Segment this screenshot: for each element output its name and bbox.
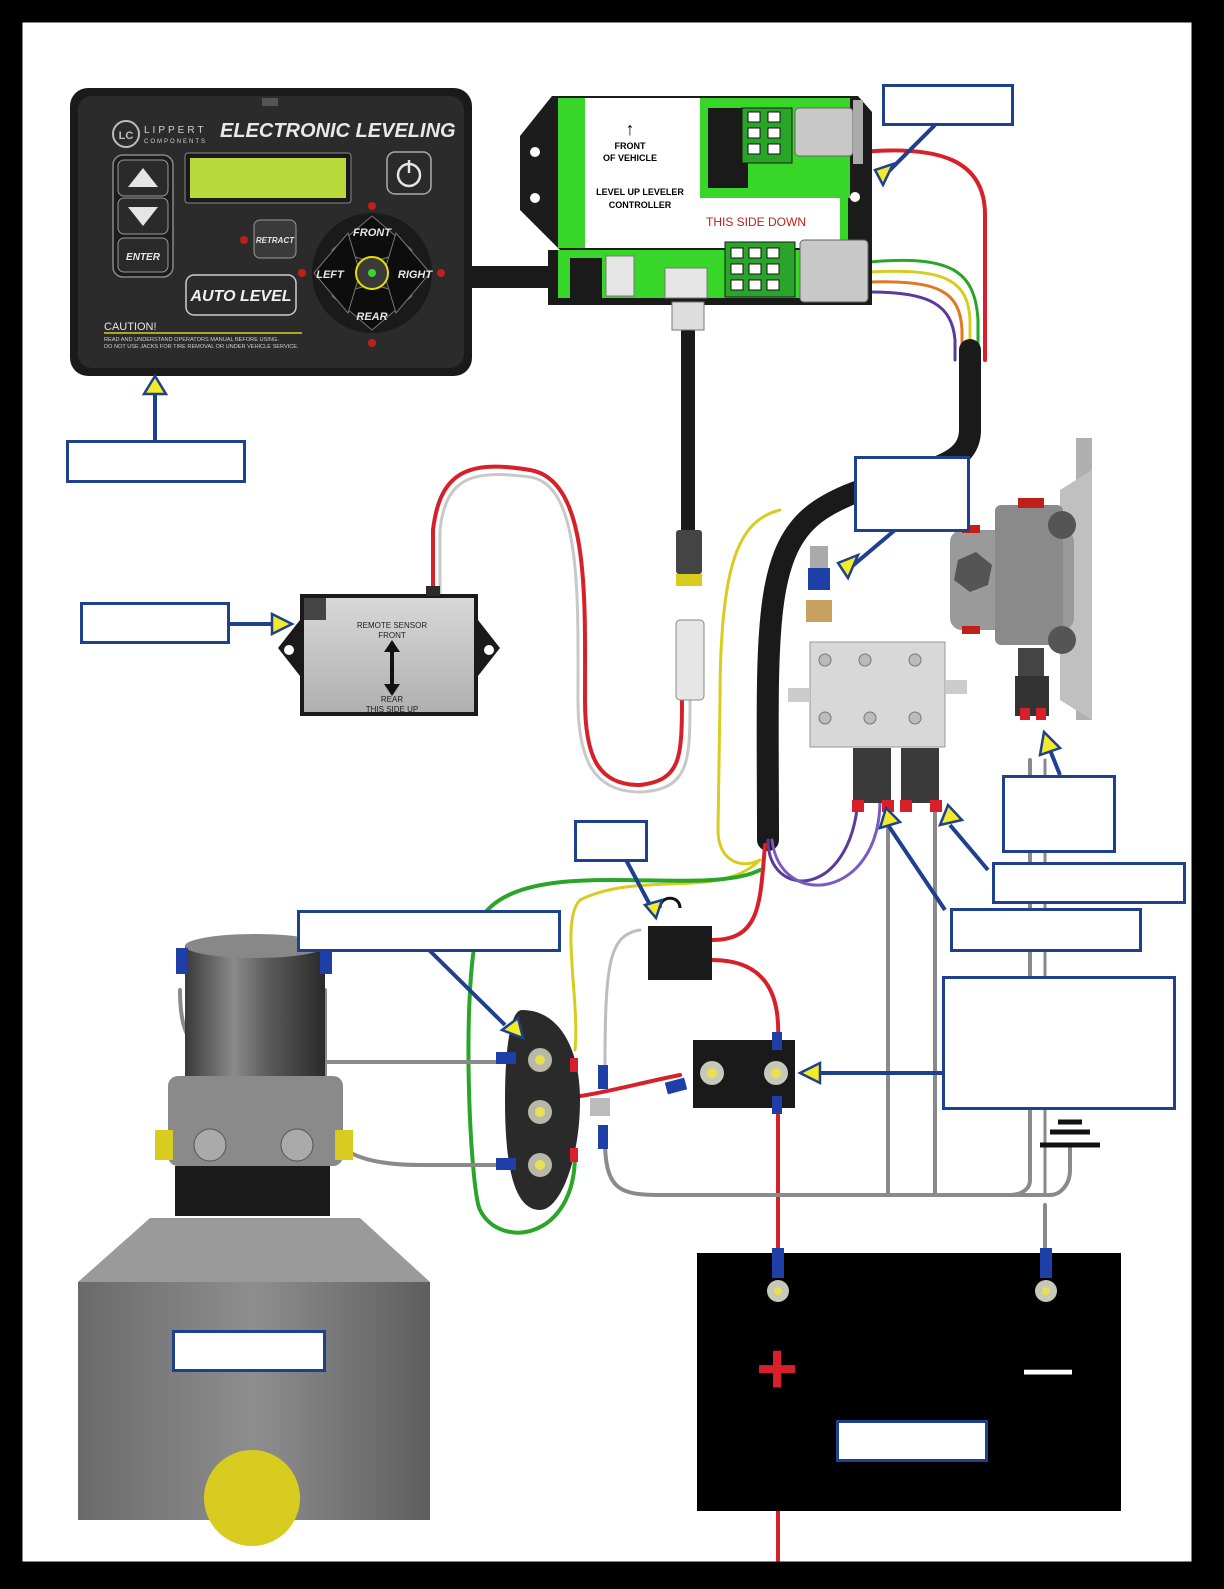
controller-name-line-1: LEVEL UP LEVELER [596, 187, 684, 197]
upper-plug [794, 107, 854, 157]
sensor-rear: REAR [381, 695, 403, 704]
keypad-brand-bottom: COMPONENTS [144, 139, 207, 145]
bolt-icon [954, 552, 992, 592]
arrow-pressure-switch-icon [1038, 729, 1063, 757]
callout-battery [836, 1420, 988, 1462]
direction-pad: FRONT REAR LEFT RIGHT [298, 202, 445, 347]
controller-front-line-1: FRONT [615, 141, 646, 151]
callout-leaders [153, 123, 1062, 1075]
arrow-sensor-icon [270, 611, 295, 637]
callout-pump [172, 1330, 326, 1372]
callout-valve-b [950, 908, 1142, 952]
arrow-solenoid-icon [797, 1060, 822, 1086]
ground-icon [1040, 1119, 1100, 1148]
arrow-keypad-icon [141, 373, 169, 396]
arrow-valve-a-icon [937, 802, 965, 827]
down-arrow-icon [128, 207, 158, 226]
callout-relay [574, 820, 648, 862]
controller-arrow: ↑ [626, 119, 635, 139]
caution-line-1: READ AND UNDERSTAND OPERATORS MANUAL BEF… [104, 337, 279, 343]
arrow-terminal-icon [499, 1015, 525, 1041]
callout-terminal-block [297, 910, 561, 952]
controller-side-down: THIS SIDE DOWN [706, 215, 806, 229]
battery-negative: — [1024, 1343, 1072, 1396]
lower-connector-pins [724, 241, 796, 298]
controller-front-line-2: OF VEHICLE [603, 153, 657, 163]
keypad-brand-top: LIPPERT [144, 125, 207, 136]
caution-title: CAUTION! [104, 321, 157, 333]
up-arrow-icon [128, 168, 158, 187]
controller-unit: ↑ FRONT OF VEHICLE LEVEL UP LEVELER CONT… [520, 96, 872, 331]
keypad-title: ELECTRONIC LEVELING [220, 120, 456, 142]
front-label: FRONT [353, 227, 392, 239]
arrow-relay-icon [642, 898, 664, 921]
callout-keypad [66, 440, 246, 483]
rear-label: REAR [356, 311, 387, 323]
fill-cap [204, 1450, 300, 1546]
left-label: LEFT [316, 269, 345, 281]
solenoid [664, 1032, 795, 1114]
sensor-down-arrow-icon [384, 684, 400, 696]
callout-arrowheads [141, 161, 1063, 1086]
terminal-block [496, 1010, 610, 1210]
lower-plug [799, 239, 869, 303]
upper-connector-pins [741, 107, 793, 164]
callout-valve-a [992, 862, 1186, 904]
pump-motor [155, 934, 353, 1216]
battery-positive: + [756, 1329, 798, 1409]
sensor-up-arrow-icon [384, 640, 400, 652]
controller-name-line-2: CONTROLLER [609, 200, 672, 210]
callout-pressure-switch [1002, 775, 1116, 853]
sensor-line-1: REMOTE SENSOR [357, 621, 427, 630]
sensor-front: FRONT [378, 631, 406, 640]
right-label: RIGHT [398, 269, 434, 281]
enter-label: ENTER [126, 252, 161, 263]
arrow-valve-b-icon [878, 805, 903, 830]
sensor-side-up: THIS SIDE UP [366, 705, 418, 714]
enter-button[interactable] [117, 237, 169, 273]
caution-line-2: DO NOT USE JACKS FOR TIRE REMOVAL OR UND… [104, 344, 299, 350]
keypad-panel: LC LIPPERT COMPONENTS ELECTRONIC LEVELIN… [70, 88, 472, 376]
callout-controller [882, 84, 1014, 126]
svg-text:LC: LC [119, 130, 134, 142]
red-wire-controller [858, 148, 987, 362]
auto-level-button[interactable] [185, 274, 297, 316]
battery: + — [697, 1248, 1121, 1511]
pump-tank [78, 1218, 430, 1546]
retract-label: RETRACT [256, 236, 295, 245]
pressure-switch [950, 438, 1092, 720]
remote-sensor: REMOTE SENSOR FRONT REAR THIS SIDE UP [278, 586, 500, 716]
retract-button[interactable] [253, 219, 297, 259]
callout-remote-sensor [80, 602, 230, 644]
valve-manifold [788, 546, 967, 812]
arrow-controller-icon [873, 161, 896, 188]
arrow-valve-icon [836, 552, 861, 581]
sensor-plug [675, 530, 705, 701]
auto-level-label: AUTO LEVEL [189, 288, 291, 305]
callout-valve [854, 456, 970, 532]
callout-solenoid [942, 976, 1176, 1110]
